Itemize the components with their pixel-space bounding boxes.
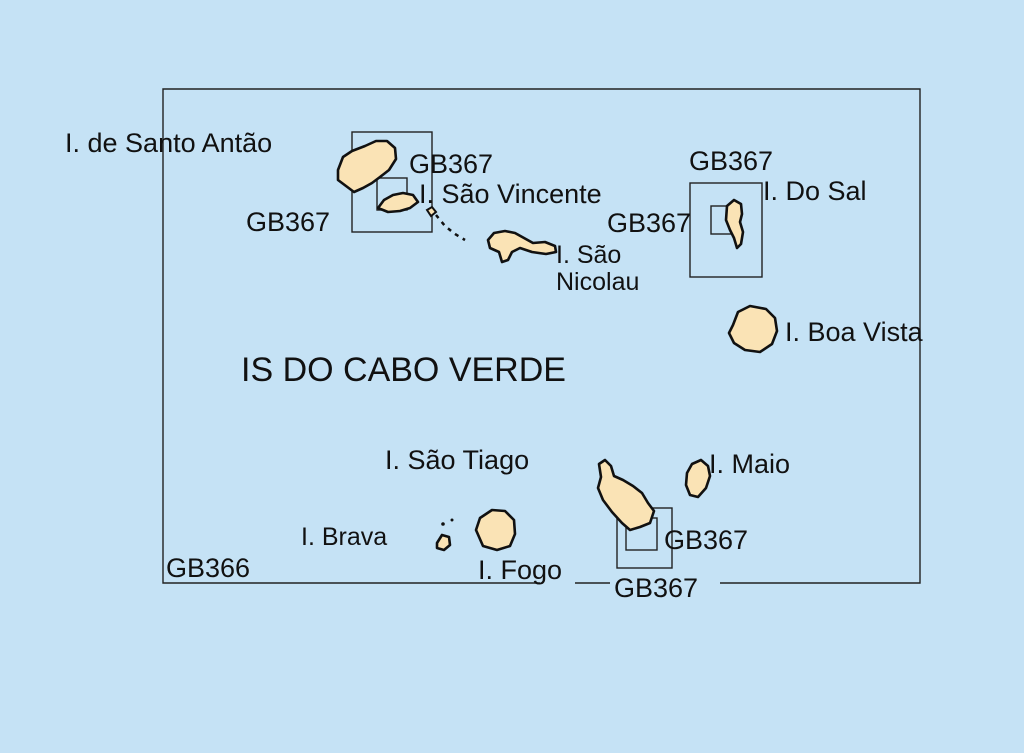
inset-frame-sal[interactable]: [689, 182, 763, 278]
map-title: IS DO CABO VERDE: [241, 351, 566, 389]
label-gb367-sal-inner[interactable]: GB367: [607, 208, 691, 238]
label-do-sal: I. Do Sal: [763, 176, 867, 206]
label-gb367-santo-antao-top[interactable]: GB367: [409, 149, 493, 179]
island-sao-nicolau: [486, 229, 558, 264]
label-gb367-tiago-bottom[interactable]: GB367: [614, 573, 698, 603]
label-gb367-santo-antao-left[interactable]: GB367: [246, 207, 330, 237]
label-brava: I. Brava: [301, 523, 387, 551]
island-do-sal: [724, 198, 745, 250]
label-boa-vista: I. Boa Vista: [785, 317, 924, 347]
island-maio: [684, 458, 712, 499]
label-sao-nicolau-line2: Nicolau: [556, 268, 639, 296]
island-santo-antao: [336, 139, 398, 194]
island-sao-vincente: [376, 191, 420, 214]
islet-brava-b: [450, 518, 454, 522]
label-gb366[interactable]: GB366: [166, 553, 250, 583]
chart-frame-gb366[interactable]: [162, 88, 921, 584]
label-gb367-tiago-right[interactable]: GB367: [664, 525, 748, 555]
label-sao-vincente: I. São Vincente: [419, 179, 602, 209]
island-sao-tiago: [596, 458, 656, 532]
label-santo-antao: I. de Santo Antão: [65, 128, 272, 158]
island-fogo: [474, 508, 517, 552]
island-boa-vista: [727, 304, 779, 354]
label-sao-nicolau-line1: I. São: [556, 241, 621, 269]
label-sao-tiago: I. São Tiago: [385, 445, 529, 475]
label-fogo: I. Fogo: [478, 555, 562, 585]
islets-dashed-chain: [435, 214, 466, 242]
islet-santa-luzia: [425, 205, 438, 218]
islet-brava-a: [441, 522, 445, 526]
island-brava: [435, 533, 452, 552]
label-maio: I. Maio: [709, 449, 790, 479]
label-gb367-sal-top[interactable]: GB367: [689, 146, 773, 176]
